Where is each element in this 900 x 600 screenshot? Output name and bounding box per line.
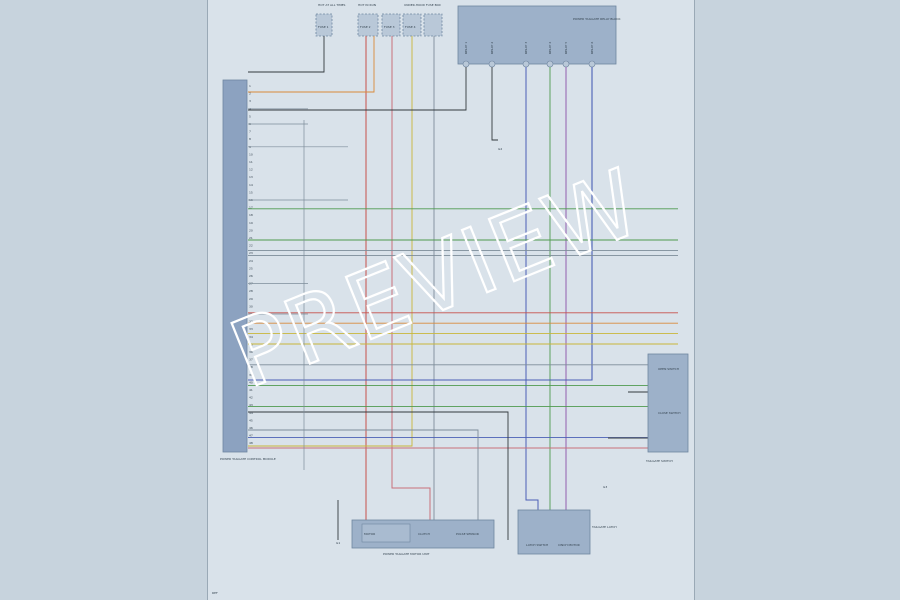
- wire: [391, 36, 431, 520]
- pin-number: 48: [249, 441, 253, 445]
- pin-number: 40: [249, 380, 253, 384]
- pin-number: 43: [249, 403, 253, 407]
- footer-ref: REF: [212, 591, 218, 595]
- wire: [248, 411, 509, 540]
- pin-number: 38: [249, 365, 253, 369]
- pin-number: 33: [249, 327, 253, 331]
- pin-number: 3: [249, 99, 251, 103]
- wire: [248, 67, 467, 111]
- pin-number: 26: [249, 274, 253, 278]
- fuse-2-label: FUSE 2: [360, 25, 371, 29]
- wiring-diagram: HOT AT ALL TIMES HOT IN RUN UNDER-HOOD F…: [212, 3, 689, 595]
- relay-pin: [588, 60, 596, 68]
- pin-number: 2: [249, 92, 251, 96]
- wire: [491, 67, 498, 141]
- control-unit: POWER TAILGATE CONTROL MODULE 1234567891…: [220, 79, 276, 461]
- pin-number: 41: [249, 388, 253, 392]
- pin-number: 44: [249, 411, 253, 415]
- wire: [248, 36, 375, 93]
- latch-title: TAILGATE LATCH: [591, 525, 617, 529]
- pin-number: 42: [249, 396, 253, 400]
- motor-unit-box: MOTOR CLUTCH PULSE SENSOR POWER TAILGATE…: [351, 519, 495, 556]
- pin-number: 23: [249, 251, 253, 255]
- switch-box-title: TAILGATE SWITCH: [645, 459, 673, 463]
- pin-number: 21: [249, 236, 253, 240]
- relay-label: RELAY 2: [490, 42, 494, 54]
- pin-number: 7: [249, 130, 251, 134]
- pin-number: 37: [249, 358, 253, 362]
- pin-number: 25: [249, 266, 253, 270]
- clutch-label: CLUTCH: [418, 532, 430, 536]
- wire: [248, 36, 325, 73]
- pin-number: 11: [249, 160, 253, 164]
- motor-unit-title: POWER TAILGATE MOTOR UNIT: [383, 552, 430, 556]
- wires: [248, 36, 678, 540]
- latch-box: LATCH SWITCH CINCH MOTOR TAILGATE LATCH: [517, 509, 617, 555]
- diagram-sheet: HOT AT ALL TIMES HOT IN RUN UNDER-HOOD F…: [207, 0, 695, 600]
- pin-number: 15: [249, 190, 253, 194]
- open-switch-label: OPEN SWITCH: [658, 367, 679, 371]
- fuse-3-label: FUSE 3: [384, 25, 395, 29]
- pin-number: 10: [249, 152, 253, 156]
- pin-number: 47: [249, 434, 253, 438]
- pin-number: 13: [249, 175, 253, 179]
- relay-pin: [562, 60, 570, 68]
- pin-number: 20: [249, 228, 253, 232]
- pin-number: 28: [249, 289, 253, 293]
- relay-label: RELAY 1: [464, 42, 468, 54]
- latch-switch-label: LATCH SWITCH: [526, 543, 548, 547]
- relay-pin: [546, 60, 554, 68]
- pin-number: 39: [249, 373, 253, 377]
- fuse-note-2: HOT IN RUN: [358, 3, 376, 7]
- pin-number: 17: [249, 206, 253, 210]
- relay-pin: [522, 60, 530, 68]
- control-unit-title: POWER TAILGATE CONTROL MODULE: [220, 457, 276, 461]
- pin-number: 24: [249, 259, 253, 263]
- motor-label: MOTOR: [364, 532, 375, 536]
- relay-pin: [462, 60, 470, 68]
- fuse-note-1: HOT AT ALL TIMES: [318, 3, 346, 7]
- pin-number: 45: [249, 418, 253, 422]
- pin-number: 29: [249, 297, 253, 301]
- pin-number: 30: [249, 304, 253, 308]
- fuse-4-label: FUSE 4: [405, 25, 416, 29]
- ground-label-1: G1: [336, 541, 340, 545]
- relay-block-title: POWER TAILGATE RELAY BLOCK: [573, 17, 622, 21]
- wire: [525, 67, 539, 510]
- pin-number: 32: [249, 320, 253, 324]
- close-switch-label: CLOSE SWITCH: [658, 411, 681, 415]
- fuse-1-label: FUSE 1: [318, 25, 329, 29]
- relay-block: POWER TAILGATE RELAY BLOCK RELAY 1 RELAY …: [457, 5, 622, 68]
- tailgate-switch-box: TAILGATE SWITCH OPEN SWITCH CLOSE SWITCH: [645, 353, 689, 463]
- relay-label: RELAY 3: [524, 42, 528, 54]
- pin-number: 46: [249, 426, 253, 430]
- pin-number: 12: [249, 168, 253, 172]
- wire: [248, 67, 593, 381]
- pin-number: 34: [249, 335, 253, 339]
- ground-label-3: G3: [603, 485, 607, 489]
- relay-label: RELAY 4: [548, 42, 552, 54]
- wire: [248, 429, 479, 520]
- pin-number: 14: [249, 183, 253, 187]
- pin-number: 8: [249, 137, 251, 141]
- fuse-box: HOT AT ALL TIMES HOT IN RUN UNDER-HOOD F…: [315, 3, 443, 37]
- pin-number: 1: [249, 84, 251, 88]
- pin-number: 22: [249, 244, 253, 248]
- ground-label-2: G2: [498, 147, 502, 151]
- pin-number: 5: [249, 114, 251, 118]
- relay-pin: [488, 60, 496, 68]
- pin-number: 36: [249, 350, 253, 354]
- fuse-note-3: UNDER-HOOD FUSE BOX: [404, 3, 441, 7]
- relay-label: RELAY 6: [590, 42, 594, 54]
- cinch-motor-label: CINCH MOTOR: [558, 543, 580, 547]
- pin-number: 18: [249, 213, 253, 217]
- wire: [248, 36, 413, 447]
- pin-number: 19: [249, 221, 253, 225]
- pulse-sensor-label: PULSE SENSOR: [456, 532, 479, 536]
- relay-label: RELAY 5: [564, 42, 568, 54]
